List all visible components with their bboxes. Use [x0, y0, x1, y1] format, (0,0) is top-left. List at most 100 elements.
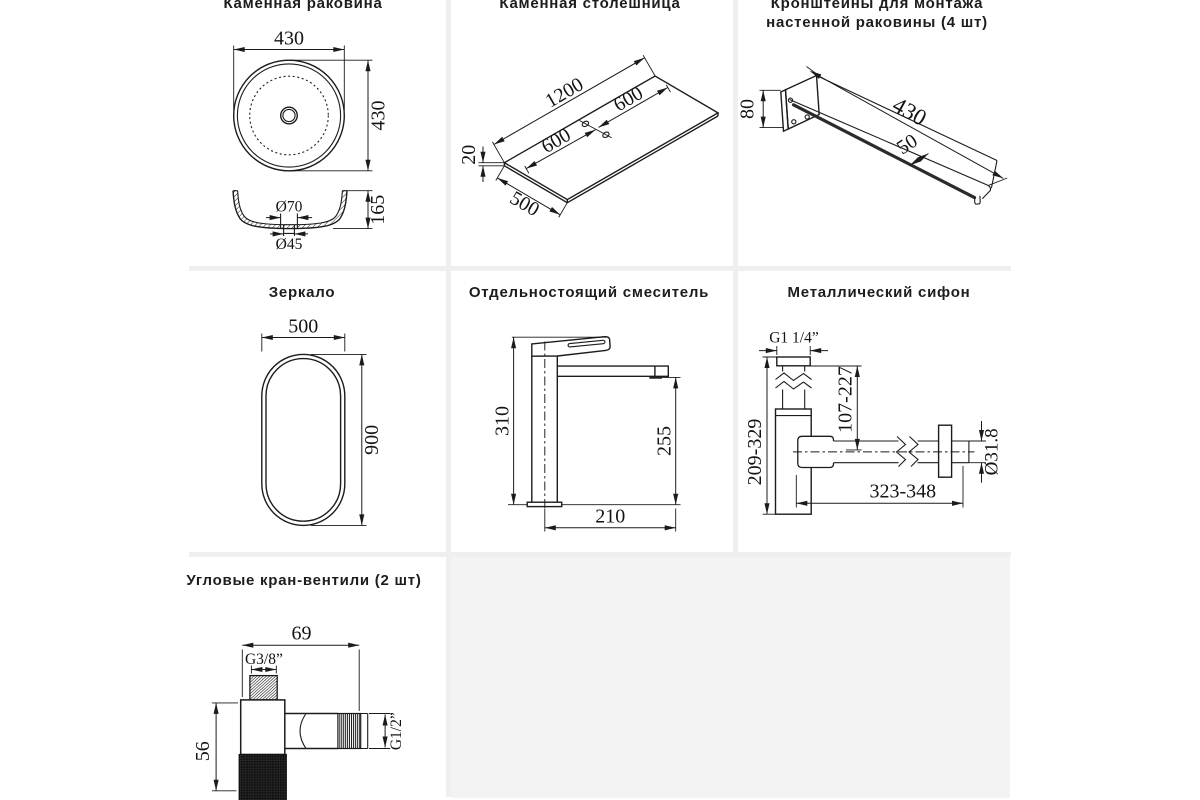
- siphon-outlet-diameter-text: Ø31.8: [982, 428, 1003, 475]
- valves-drawing: 69 G3/8” 56 G1/2”: [192, 623, 405, 800]
- sink-bowl-outer-profile: [232, 190, 348, 230]
- countertop-left-half-dim-line: [525, 129, 596, 170]
- bracket-screw-hole-2: [804, 114, 810, 120]
- mirror-inner-outline: [265, 357, 342, 522]
- valve-outlet-end-cap: [360, 712, 369, 750]
- sink-width-extension-lines: [233, 45, 345, 110]
- brackets-drawing: 80 430 50: [737, 66, 1008, 205]
- cell-title-sink-text: Каменная раковина: [223, 0, 383, 12]
- bracket-plate-height-dim-text: 80: [737, 99, 759, 119]
- bracket-arm-width-dim-line: [909, 153, 929, 166]
- siphon-inlet-height-dim-text: 107-227: [835, 366, 857, 433]
- valve-knurled-knob: [238, 753, 287, 800]
- cell-title-faucet-text: Отдельностоящий смеситель: [468, 284, 710, 301]
- cell-title-faucet: Отдельностоящий смеситель: [469, 283, 709, 302]
- cell-title-countertop-text: Каменная столешница: [499, 0, 681, 12]
- cell-title-siphon-text: Металлический сифон: [787, 284, 971, 301]
- cell-title-valves-text: Угловые кран-вентили (2 шт): [186, 571, 422, 589]
- sink-drain-outer-circle: [280, 106, 299, 125]
- countertop-depth-dim-line: [497, 177, 561, 216]
- valve-outlet-thread-extension-lines: [369, 713, 391, 749]
- faucet-handle-slot: [567, 339, 606, 348]
- siphon-drawing: G1 1/4” 209-329 107-227 323-348 Ø31.8: [744, 329, 1003, 515]
- sink-height-extension-lines: [289, 59, 373, 172]
- sink-bowl-inner-profile: [237, 190, 343, 226]
- valve-outlet-neck: [284, 712, 338, 750]
- cell-title-brackets-line2: настенной раковины (4 шт): [766, 13, 988, 31]
- cell-title-brackets: Кронштейны для монтажа настенной раковин…: [766, 0, 988, 32]
- grid-vertical-divider-1: [446, 0, 451, 797]
- countertop-right-half-dim-text: 600: [610, 82, 647, 116]
- faucet-drawing: 310 255 210: [492, 335, 681, 532]
- mirror-drawing: 500 900: [261, 316, 383, 527]
- bracket-screw-hole-1: [787, 97, 794, 103]
- mirror-width-dim-text: 500: [288, 316, 318, 338]
- sink-drawing: 430 430 Ø70 Ø45 165: [232, 28, 390, 253]
- valve-inlet-thread-section: [249, 674, 278, 701]
- valve-inlet-thread-text: G3/8”: [245, 651, 283, 668]
- sink-inner-rim-circle: [236, 63, 342, 168]
- cell-title-mirror-text: Зеркало: [268, 284, 336, 301]
- siphon-inlet-thread-text: G1 1/4”: [769, 329, 819, 346]
- countertop-length-dim-text: 1200: [542, 73, 588, 112]
- valve-width-dim-text: 69: [292, 623, 312, 645]
- faucet-spout-height-dim-text: 255: [654, 426, 676, 456]
- bracket-arm-bottom-edge: [791, 103, 977, 200]
- faucet-total-height-dim-text: 310: [492, 406, 514, 436]
- cell-title-sink: Каменная раковина: [223, 0, 382, 13]
- valve-width-extension-lines: [241, 649, 360, 711]
- countertop-depth-dim-text: 500: [506, 187, 543, 221]
- cell-title-countertop: Каменная столешница: [499, 0, 680, 13]
- countertop-length-dim-line: [493, 57, 645, 145]
- siphon-inlet-thread-extension-lines: [776, 346, 811, 355]
- bracket-arm-length-dim-text: 430: [888, 92, 930, 131]
- countertop-left-half-extension: [524, 165, 530, 174]
- countertop-right-half-extension: [665, 84, 671, 93]
- sink-drain-inner-circle: [282, 108, 296, 123]
- sink-bowl-height-dim-text: 165: [367, 195, 389, 225]
- mirror-outer-outline: [261, 353, 346, 527]
- bracket-arm-length-dim-line: [810, 70, 1004, 179]
- cell-title-brackets-line1: Кронштейны для монтажа: [770, 0, 984, 12]
- siphon-tail-pipe-break-symbol: [775, 372, 812, 390]
- sink-bowl-dashed-circle: [249, 75, 329, 156]
- cell-title-valves: Угловые кран-вентили (2 шт): [186, 571, 421, 590]
- faucet-body-column: [531, 356, 558, 503]
- empty-cell-area: [451, 556, 1010, 798]
- valve-outlet-thread-text: G1/2”: [388, 712, 405, 750]
- valve-shoulder-curve: [299, 713, 307, 749]
- countertop-bottom-edges: [503, 112, 719, 204]
- cell-title-siphon: Металлический сифон: [788, 283, 971, 302]
- faucet-aerator: [649, 376, 662, 379]
- sink-height-dim-text: 430: [368, 101, 390, 131]
- countertop-holes-axis-line: [579, 120, 613, 139]
- siphon-height-dim-text: 209-329: [744, 419, 766, 486]
- grid-horizontal-divider-2: [189, 551, 1011, 557]
- countertop-thickness-dim-text: 20: [458, 145, 480, 165]
- mirror-height-extension-lines: [311, 353, 367, 526]
- countertop-thickness-extension-lines: [478, 162, 505, 167]
- bracket-screw-hole-3: [791, 119, 797, 125]
- siphon-outlet-pipe-break-symbol: [895, 436, 919, 467]
- siphon-wall-flange: [937, 424, 953, 478]
- siphon-tail-pipe-walls: [782, 365, 806, 409]
- bracket-end-hook-tab: [974, 195, 981, 205]
- cell-title-mirror: Зеркало: [269, 283, 336, 302]
- siphon-inlet-height-extension-lines: [804, 365, 862, 451]
- sink-outer-rim-circle: [232, 59, 345, 172]
- countertop-length-extension-lines: [492, 54, 656, 163]
- sink-width-dim-text: 430: [274, 28, 304, 50]
- faucet-spout: [557, 365, 669, 377]
- countertop-drawing: 1200 600 600 20 500: [458, 54, 720, 221]
- grid-vertical-divider-2: [733, 0, 738, 556]
- valve-height-dim-text: 56: [192, 741, 214, 761]
- grid-horizontal-divider-1: [189, 266, 1011, 271]
- siphon-outlet-length-dim-text: 323-348: [869, 481, 936, 503]
- bracket-arm-top-near-edge: [789, 98, 992, 200]
- mirror-height-dim-text: 900: [361, 425, 383, 455]
- countertop-left-half-dim-text: 600: [538, 124, 575, 158]
- sink-drain-bottom-dim-text: Ø45: [276, 236, 303, 253]
- valve-outlet-thread-section: [337, 712, 362, 750]
